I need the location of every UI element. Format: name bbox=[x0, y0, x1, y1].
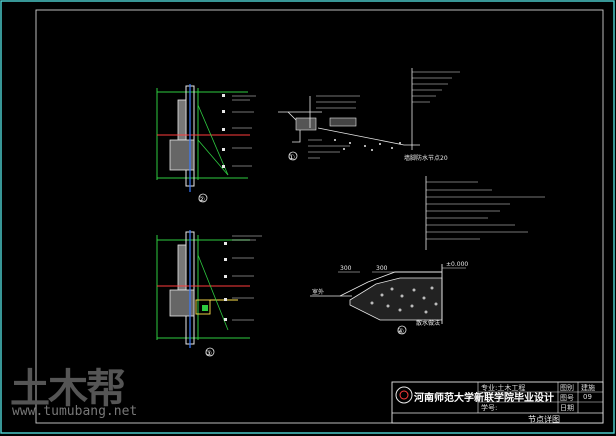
detail-1-label: ① bbox=[288, 153, 295, 162]
title-block-major: 专业:土木工程 bbox=[481, 384, 526, 392]
dim-tag-b: 300 bbox=[376, 265, 388, 272]
title-block[interactable] bbox=[391, 381, 604, 424]
footing-caption: 墙脚防水节点20 bbox=[404, 154, 448, 162]
title-block-drawing-title: 节点详图 bbox=[528, 415, 560, 424]
detail-3-label: ③ bbox=[205, 349, 212, 358]
title-block-school: 河南师范大学新联学院毕业设计 bbox=[414, 393, 554, 404]
watermark-logo: 土木帮 bbox=[10, 366, 126, 412]
title-block-student-id: 学号: bbox=[481, 404, 498, 412]
detail-4-label: ④ bbox=[397, 327, 404, 336]
title-block-sheet-type-label: 图别 bbox=[560, 384, 574, 392]
level-tag: ±0.000 bbox=[446, 261, 468, 268]
title-block-sheet-no-label: 图号 bbox=[560, 394, 574, 402]
title-block-sheet-no-value: 09 bbox=[583, 393, 592, 401]
detail-4-apron-section[interactable]: 300 300 ±0.000 室外 ④ 散水做法 bbox=[310, 176, 545, 336]
watermark-url: www.tumubang.net bbox=[12, 404, 138, 419]
apron-caption: 散水做法 bbox=[416, 319, 440, 327]
dim-tag-a: 300 bbox=[340, 265, 352, 272]
title-block-date-label: 日期 bbox=[560, 404, 574, 412]
detail-3-wall-section[interactable]: ③ bbox=[156, 230, 262, 358]
detail-1-footing-section[interactable]: ① 墙脚防水节点20 bbox=[278, 68, 460, 162]
detail-2-label: ② bbox=[198, 195, 205, 204]
detail-2-wall-section[interactable]: ② bbox=[156, 84, 256, 204]
ground-tag: 室外 bbox=[312, 288, 324, 296]
inner-drawing-border bbox=[35, 9, 604, 424]
title-block-sheet-type-value: 建施 bbox=[581, 384, 595, 392]
school-logo-icon bbox=[395, 386, 413, 404]
